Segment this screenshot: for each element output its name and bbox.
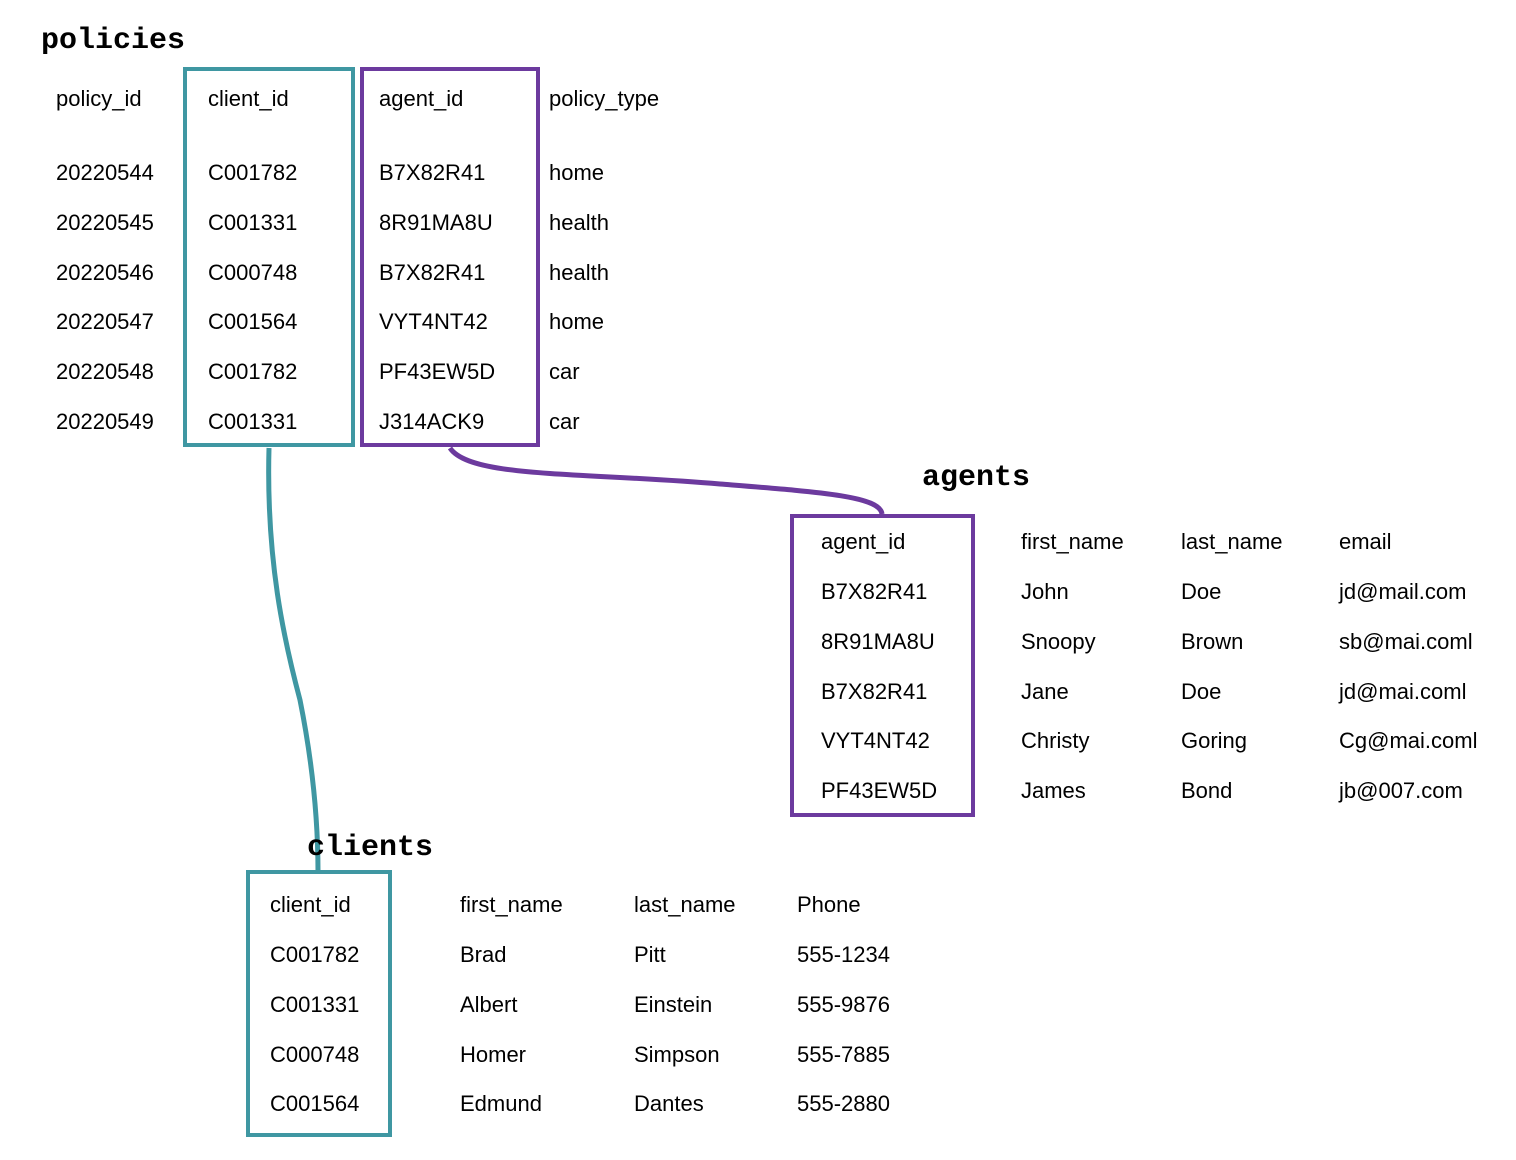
clients-cell: 555-2880 <box>797 1091 890 1117</box>
clients-cell: 555-9876 <box>797 991 890 1017</box>
policies-cell: C001331 <box>208 209 298 235</box>
agents-cell: Brown <box>1181 628 1244 654</box>
agents-header-last-name: last_name <box>1181 529 1283 554</box>
clients-client-id-highlight <box>246 870 392 1137</box>
agents-cell: jd@mai.coml <box>1339 678 1467 704</box>
policies-header-client-id: client_id <box>208 86 289 111</box>
agents-cell: John <box>1021 579 1069 604</box>
clients-cell: Brad <box>460 942 507 967</box>
clients-cell: 555-7885 <box>797 1041 890 1067</box>
clients-cell: Homer <box>460 1041 527 1067</box>
clients-cell: Pitt <box>634 942 666 967</box>
clients-table-title: clients <box>307 831 434 865</box>
clients-cell: Simpson <box>634 1041 720 1067</box>
policies-cell: home <box>549 309 605 335</box>
policies-cell: 20220545 <box>56 209 154 235</box>
clients-header-phone: Phone <box>797 892 861 917</box>
clients-cell: C001564 <box>270 1091 360 1117</box>
clients-cell: C001782 <box>270 942 360 967</box>
clients-header-first-name: first_name <box>460 892 563 917</box>
policies-client-id-highlight <box>183 67 355 447</box>
agents-cell: VYT4NT42 <box>821 728 930 754</box>
agents-cell: B7X82R41 <box>821 579 928 604</box>
agents-agent-id-highlight <box>790 514 975 817</box>
policies-cell: C001331 <box>208 409 298 434</box>
client-id-connector <box>266 447 321 873</box>
clients-cell: 555-1234 <box>797 942 890 967</box>
policies-cell: 20220548 <box>56 359 154 385</box>
clients-header-last-name: last_name <box>634 892 736 917</box>
agents-header-email: email <box>1339 529 1392 554</box>
policies-cell: C001782 <box>208 359 298 385</box>
policies-cell: C001564 <box>208 309 298 335</box>
policies-cell: B7X82R41 <box>379 160 486 185</box>
clients-cell: Einstein <box>634 991 713 1017</box>
policies-cell: home <box>549 160 605 185</box>
agents-cell: Christy <box>1021 728 1090 754</box>
policies-cell: 20220544 <box>56 160 154 185</box>
agents-cell: B7X82R41 <box>821 678 928 704</box>
clients-cell: Edmund <box>460 1091 542 1117</box>
policies-header-policy-type: policy_type <box>549 86 660 111</box>
agents-cell: 8R91MA8U <box>821 628 935 654</box>
agents-cell: Snoopy <box>1021 628 1096 654</box>
policies-cell: car <box>549 409 580 434</box>
clients-cell: C000748 <box>270 1041 360 1067</box>
policies-cell: health <box>549 209 609 235</box>
agents-cell: Doe <box>1181 678 1222 704</box>
policies-cell: VYT4NT42 <box>379 309 488 335</box>
policies-agent-id-highlight <box>360 67 540 447</box>
policies-cell: C001782 <box>208 160 298 185</box>
agents-cell: Bond <box>1181 778 1233 804</box>
policies-header-policy-id: policy_id <box>56 86 142 111</box>
policies-cell: B7X82R41 <box>379 259 486 285</box>
agents-cell: James <box>1021 778 1086 804</box>
policies-cell: 8R91MA8U <box>379 209 493 235</box>
agents-cell: Cg@mai.coml <box>1339 728 1478 754</box>
policies-cell: 20220547 <box>56 309 154 335</box>
policies-cell: 20220549 <box>56 409 154 434</box>
policies-cell: PF43EW5D <box>379 359 496 385</box>
policies-cell: 20220546 <box>56 259 154 285</box>
policies-cell: J314ACK9 <box>379 409 485 434</box>
agents-table-title: agents <box>922 461 1031 495</box>
agents-header-agent-id: agent_id <box>821 529 906 554</box>
clients-cell: Albert <box>460 991 518 1017</box>
agents-cell: Jane <box>1021 678 1069 704</box>
agents-cell: Goring <box>1181 728 1248 754</box>
policies-cell: car <box>549 359 580 385</box>
policies-cell: health <box>549 259 609 285</box>
agents-cell: jd@mail.com <box>1339 579 1467 604</box>
clients-header-client-id: client_id <box>270 892 351 917</box>
policies-cell: C000748 <box>208 259 298 285</box>
agents-header-first-name: first_name <box>1021 529 1124 554</box>
policies-table-title: policies <box>41 24 186 58</box>
agents-cell: sb@mai.coml <box>1339 628 1473 654</box>
clients-cell: C001331 <box>270 991 360 1017</box>
agent-id-connector <box>447 446 885 515</box>
agents-cell: Doe <box>1181 579 1222 604</box>
agents-cell: PF43EW5D <box>821 778 938 804</box>
agents-cell: jb@007.com <box>1339 778 1463 804</box>
policies-header-agent-id: agent_id <box>379 86 464 111</box>
clients-cell: Dantes <box>634 1091 704 1117</box>
